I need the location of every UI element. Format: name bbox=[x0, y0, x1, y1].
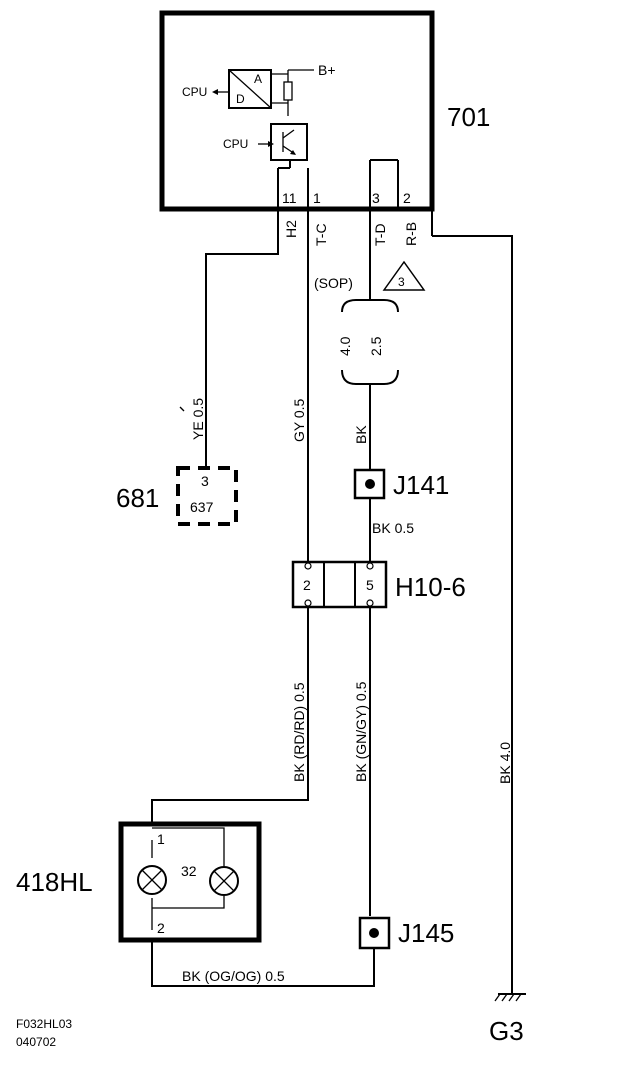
component-701-label: 701 bbox=[447, 102, 490, 132]
ground-g3[interactable]: G3 bbox=[489, 993, 526, 1046]
b-plus-label: B+ bbox=[318, 62, 336, 78]
ad-converter bbox=[228, 69, 272, 109]
ground-g3-label: G3 bbox=[489, 1016, 524, 1046]
pin-name-rb: R-B bbox=[403, 222, 419, 246]
wire-bk-40[interactable] bbox=[432, 235, 513, 994]
sop-label: (SOP) bbox=[314, 275, 353, 291]
transistor-block bbox=[270, 123, 308, 161]
component-418hl-label: 418HL bbox=[16, 867, 93, 897]
splice-j141[interactable]: J141 bbox=[353, 468, 449, 500]
wire-ye-label: YE 0.5 bbox=[190, 398, 206, 440]
component-418hl[interactable]: 1 2 32 418HL bbox=[16, 821, 262, 943]
connector-h10-6[interactable]: 2 5 H10-6 bbox=[291, 560, 466, 609]
wire-bk-gngy-label: BK (GN/GY) 0.5 bbox=[353, 681, 369, 782]
size-25: 2.5 bbox=[368, 336, 384, 356]
connector-h10-6-label: H10-6 bbox=[395, 572, 466, 602]
component-681[interactable]: 3 637 681 bbox=[116, 466, 238, 526]
wire-bk-rdrd[interactable] bbox=[151, 607, 309, 824]
splice-j145[interactable]: J145 bbox=[358, 916, 454, 950]
wire-bk-j141-label: BK 0.5 bbox=[372, 520, 414, 536]
resistor-icon bbox=[283, 81, 293, 101]
wire-ye[interactable] bbox=[205, 209, 279, 468]
ad-d-label: D bbox=[236, 92, 245, 106]
418hl-pin-1: 1 bbox=[157, 831, 165, 847]
418hl-ref: 32 bbox=[181, 863, 197, 879]
wire-gy-label: GY 0.5 bbox=[291, 398, 307, 442]
component-681-pin: 3 bbox=[201, 473, 209, 489]
note-triangle-icon bbox=[382, 260, 426, 291]
figure-date: 040702 bbox=[16, 1035, 56, 1049]
wire-bk-rdrd-label: BK (RD/RD) 0.5 bbox=[291, 682, 307, 782]
arrow-left-icon bbox=[212, 89, 218, 95]
418hl-pin-2: 2 bbox=[157, 920, 165, 936]
splice-j141-label: J141 bbox=[393, 470, 449, 500]
pin-name-h2: H2 bbox=[283, 220, 299, 238]
wire-bk-ogog[interactable] bbox=[151, 940, 375, 987]
cpu-label-2: CPU bbox=[223, 137, 248, 151]
wire-bk-ogog-label: BK (OG/OG) 0.5 bbox=[182, 968, 285, 984]
pin-1: 1 bbox=[313, 190, 321, 206]
cpu-label-1: CPU bbox=[182, 85, 207, 99]
figure-code: F032HL03 bbox=[16, 1017, 72, 1031]
component-681-label: 681 bbox=[116, 483, 159, 513]
pin-2: 2 bbox=[403, 190, 411, 206]
h10-6-pin-5: 5 bbox=[366, 577, 374, 593]
size-40: 4.0 bbox=[337, 336, 353, 356]
component-701[interactable]: 701 A D CPU B+ CPU bbox=[159, 10, 490, 212]
pin-name-td: T-D bbox=[372, 223, 388, 246]
pin-3: 3 bbox=[372, 190, 380, 206]
ad-a-label: A bbox=[254, 72, 262, 86]
pin-11: 11 bbox=[282, 190, 297, 206]
h10-6-pin-2: 2 bbox=[303, 577, 311, 593]
note-number: 3 bbox=[398, 275, 405, 289]
wire-bk-40-label: BK 4.0 bbox=[497, 742, 513, 784]
pin-name-tc: T-C bbox=[313, 223, 329, 246]
component-681-ref: 637 bbox=[190, 499, 214, 515]
wire-bk-label: BK bbox=[353, 425, 369, 444]
arrow-right-icon bbox=[268, 141, 274, 147]
splice-j145-label: J145 bbox=[398, 918, 454, 948]
